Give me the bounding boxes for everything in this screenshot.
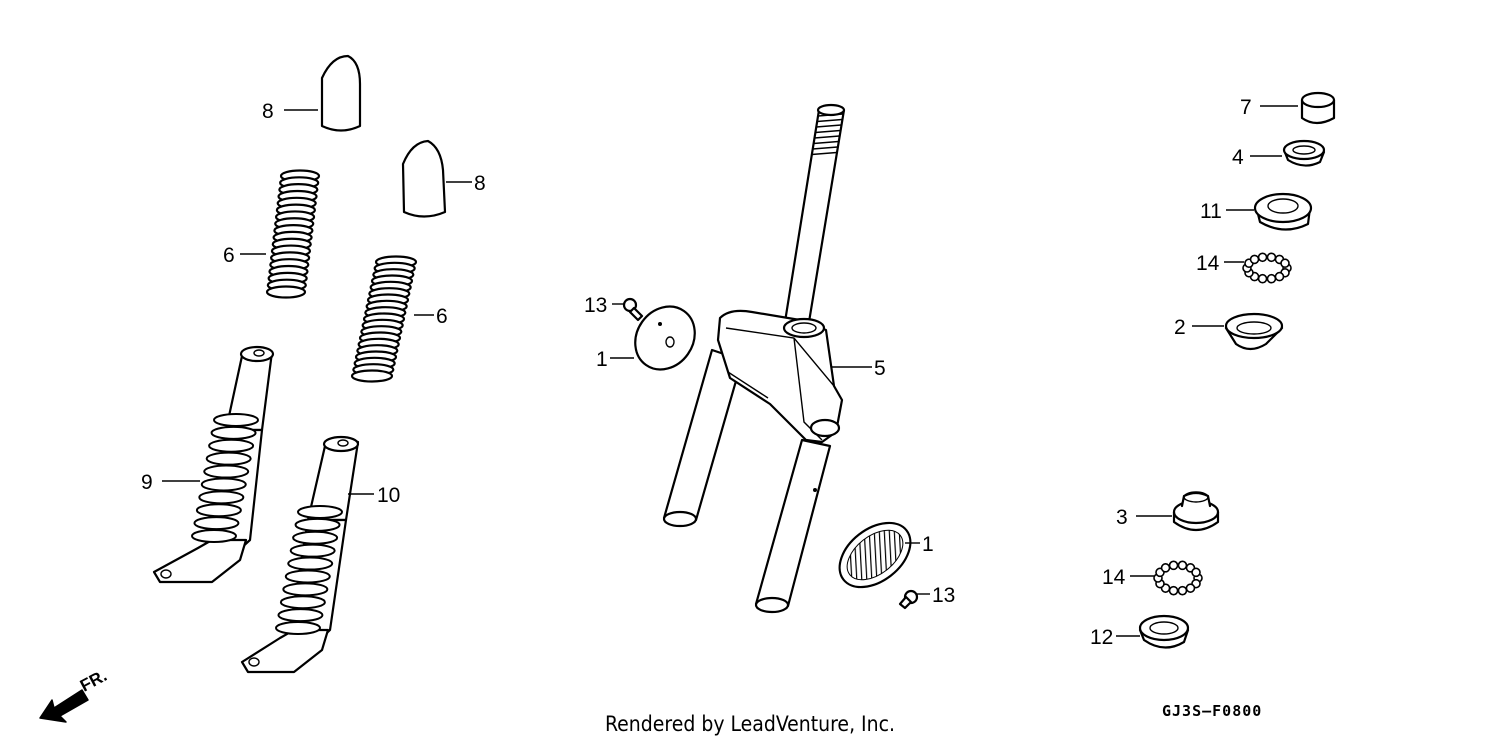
callout-2: 2 [1174, 316, 1186, 339]
callout-8-left: 8 [262, 100, 274, 123]
callout-14-upper: 14 [1196, 252, 1220, 275]
render-credit: Rendered by LeadVenture, Inc. [605, 712, 895, 736]
steel-ball-ring-lower [1153, 560, 1203, 596]
callout-8-right: 8 [474, 172, 486, 195]
callout-12: 12 [1090, 626, 1113, 649]
callout-6-left: 6 [223, 244, 235, 267]
callout-6-right: 6 [436, 305, 448, 328]
fork-slider-right [240, 435, 360, 674]
fork-cover-emblem [838, 521, 912, 589]
callout-5: 5 [874, 357, 886, 380]
lock-nut [1282, 139, 1326, 167]
callout-11: 11 [1200, 200, 1222, 223]
callout-7: 7 [1240, 96, 1252, 119]
callout-1-upper: 1 [596, 348, 608, 371]
spring-collar-left [320, 54, 362, 132]
diagram-code: GJ3S–F0800 [1162, 702, 1263, 720]
front-fork [662, 103, 846, 614]
callout-9: 9 [141, 471, 153, 494]
callout-3: 3 [1116, 506, 1128, 529]
callout-1-lower: 1 [922, 533, 934, 556]
steering-adjusting-nut [1253, 192, 1313, 231]
callout-13-upper: 13 [584, 294, 607, 317]
callout-14-lower: 14 [1102, 566, 1126, 589]
dust-seal-cap [1300, 91, 1336, 125]
callout-4: 4 [1232, 146, 1244, 169]
spring-collar-right [401, 139, 447, 218]
top-cone-race [1224, 312, 1284, 351]
fork-slider-left [152, 345, 275, 584]
screw-upper [622, 297, 644, 322]
bottom-cone-race [1138, 614, 1190, 649]
fork-spring-right [350, 255, 418, 383]
bottom-ball-race [1172, 491, 1220, 532]
fork-cover-upper [634, 305, 696, 371]
callout-13-lower: 13 [932, 584, 955, 607]
screw-lower [898, 589, 919, 610]
fork-spring-left [265, 169, 321, 299]
callout-10: 10 [377, 484, 400, 507]
steel-ball-ring-upper [1242, 252, 1292, 284]
